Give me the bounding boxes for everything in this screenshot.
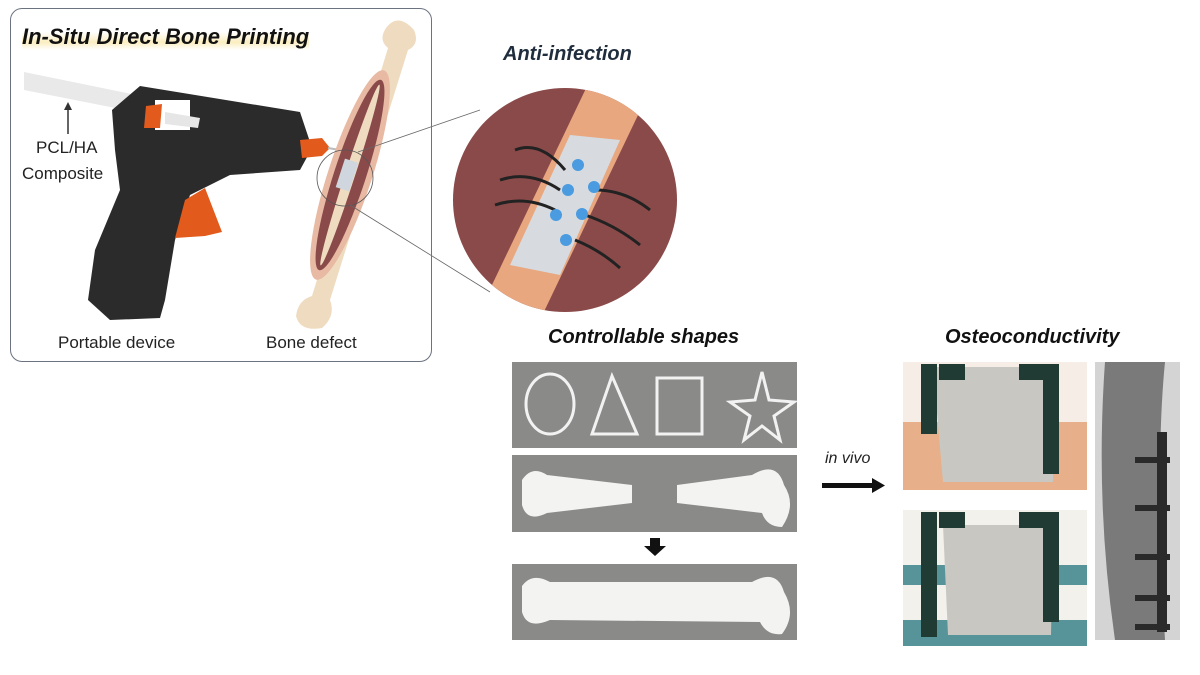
right-arrow-icon xyxy=(822,478,885,493)
bone-icon xyxy=(296,20,416,329)
shapes-title: Controllable shapes xyxy=(548,326,740,348)
osteo-title: Osteoconductivity xyxy=(945,326,1120,348)
panel-title: In-Situ Direct Bone Printing xyxy=(22,24,310,50)
device-label: Portable device xyxy=(58,333,176,352)
anti-infection-title: Anti-infection xyxy=(503,43,632,65)
in-vivo-label: in vivo xyxy=(825,450,871,467)
material-label-line1: PCL/HA xyxy=(36,138,98,157)
material-label-line2: Composite xyxy=(22,164,104,183)
defect-label: Bone defect xyxy=(266,333,357,352)
down-arrow-icon xyxy=(644,538,666,556)
bacteria-arrows xyxy=(494,146,651,270)
shapes-photo xyxy=(512,362,797,448)
xray-image xyxy=(1095,362,1180,640)
histology-image-teal xyxy=(903,510,1087,646)
bone-defect-model-photo xyxy=(512,455,797,532)
in-situ-printing-panel xyxy=(10,8,432,362)
histology-image-red xyxy=(903,362,1087,490)
glue-gun-icon xyxy=(88,86,341,320)
antibiotic-dots xyxy=(550,159,600,246)
magnified-infection-view xyxy=(453,88,677,312)
printed-bone-photo xyxy=(512,564,797,640)
